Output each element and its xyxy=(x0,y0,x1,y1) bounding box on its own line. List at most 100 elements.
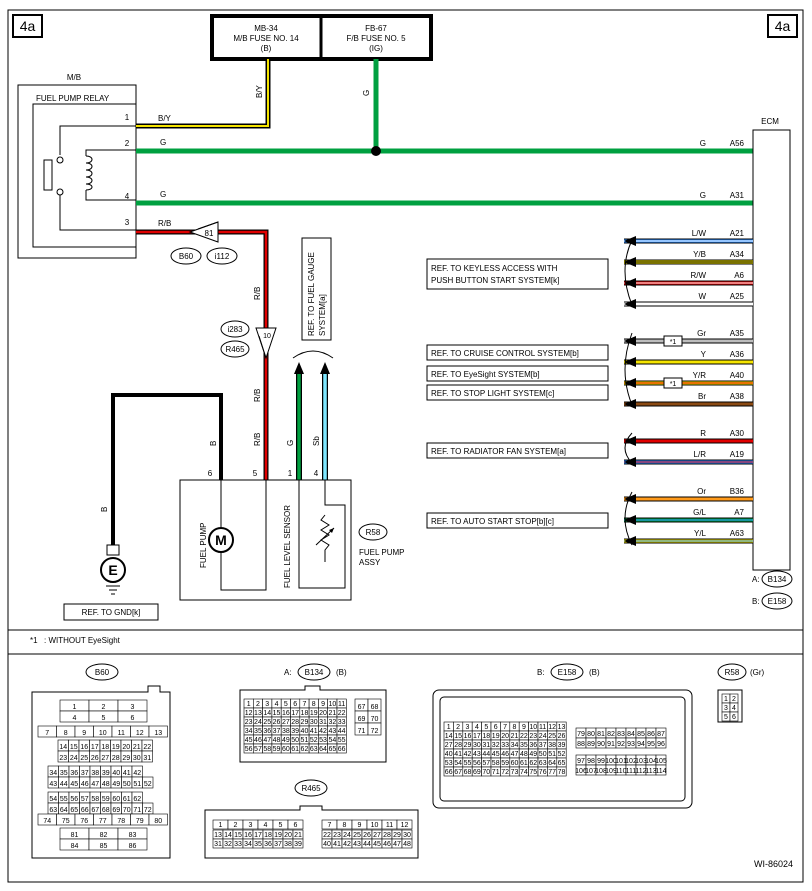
connector-pin: 42 xyxy=(343,841,351,848)
connector-tag-i283-text: i283 xyxy=(227,325,243,334)
connector-pin: 23 xyxy=(333,832,341,839)
connector-pin: 9 xyxy=(358,822,362,829)
connector-pin: 18 xyxy=(264,832,272,839)
connector-view-r465-tag: R465 xyxy=(294,779,328,797)
ecm-wire-color: L/R xyxy=(694,450,707,459)
connector-pin: 29 xyxy=(301,719,309,726)
connector-pin: 23 xyxy=(529,733,537,740)
connector-pin: 11 xyxy=(539,724,546,731)
connector-pin: 33 xyxy=(338,719,346,726)
connector-pin: 38 xyxy=(548,742,556,749)
connector-pin: 30 xyxy=(310,719,318,726)
connector-pin: 104 xyxy=(645,758,657,765)
connector-pin: 20 xyxy=(319,710,327,717)
connector-pin: 108 xyxy=(595,768,607,775)
connector-pin: 31 xyxy=(214,841,222,848)
connector-pin: 57 xyxy=(81,796,89,803)
connector-pin: 45 xyxy=(70,781,78,788)
connector-pin: 37 xyxy=(81,770,89,777)
connector-pin: 72 xyxy=(371,728,379,735)
connector-pin: 1 xyxy=(724,696,728,703)
connector-pin: 55 xyxy=(464,760,472,767)
connector-pin: 42 xyxy=(319,728,327,735)
connector-pin: 10 xyxy=(371,822,379,829)
connector-pin: 10 xyxy=(328,701,336,708)
connector-pin: 36 xyxy=(264,841,272,848)
connector-pin: 8 xyxy=(513,724,517,731)
connector-pin: 7 xyxy=(328,822,332,829)
pump-pin-5: 5 xyxy=(253,469,258,478)
connector-pin: 21 xyxy=(511,733,519,740)
ref-cruise-text: REF. TO CRUISE CONTROL SYSTEM[b] xyxy=(431,349,579,358)
relay-pin-3: 3 xyxy=(125,218,130,227)
connector-pin: 15 xyxy=(454,733,462,740)
ref-radiator-text: REF. TO RADIATOR FAN SYSTEM[a] xyxy=(431,447,566,456)
connector-pin: 68 xyxy=(464,769,472,776)
connector-view-b134-title: B134 xyxy=(305,668,324,677)
ref-cruise: REF. TO CRUISE CONTROL SYSTEM[b] xyxy=(426,344,609,361)
connector-pin: 90 xyxy=(597,741,605,748)
pump-pin-4: 4 xyxy=(314,469,319,478)
connector-pin: 47 xyxy=(91,781,99,788)
main-box xyxy=(17,84,137,259)
connector-pin: 35 xyxy=(60,770,68,777)
connector-pin: 49 xyxy=(282,737,290,744)
connector-pin: 24 xyxy=(254,719,262,726)
connector-tag-b134-text: B134 xyxy=(768,575,787,584)
connector-tag-r58-text: R58 xyxy=(366,528,381,537)
connector-pin: 30 xyxy=(403,832,411,839)
connector-pin: 41 xyxy=(333,841,341,848)
mb-label: M/B xyxy=(67,73,81,82)
ecm-wire-color: Y/R xyxy=(693,371,707,380)
page-frame xyxy=(7,9,804,883)
connector-pin: 48 xyxy=(520,751,528,758)
connector-pin: 72 xyxy=(144,807,152,814)
connector-pin: 89 xyxy=(587,741,595,748)
connector-pin: 39 xyxy=(291,728,299,735)
ref-fuel-gauge-line2: SYSTEM[a] xyxy=(318,294,327,336)
connector-pin: 39 xyxy=(102,770,110,777)
connector-pin: 65 xyxy=(558,760,566,767)
connector-pin: 6 xyxy=(294,822,298,829)
wire-label-b-pump: B xyxy=(209,441,218,446)
connector-pin: 75 xyxy=(529,769,537,776)
ecm-pin: A56 xyxy=(730,139,745,148)
connector-pin: 7 xyxy=(302,701,306,708)
connector-pin: 19 xyxy=(310,710,318,717)
star-mark-yr: *1 xyxy=(663,377,683,389)
connector-pin: 30 xyxy=(473,742,481,749)
connector-pin: 34 xyxy=(244,841,252,848)
ref-fuel-gauge: REF. TO FUEL GAUGE SYSTEM[a] xyxy=(301,237,332,341)
connector-pin: 1 xyxy=(219,822,223,829)
connector-pin: 67 xyxy=(454,769,462,776)
connector-tag-b60-text: B60 xyxy=(179,252,194,261)
connector-pin: 50 xyxy=(291,737,299,744)
star-mark-gr-text: *1 xyxy=(670,339,677,346)
relay-label: FUEL PUMP RELAY xyxy=(36,94,110,103)
connector-tag-r58: R58 xyxy=(358,523,388,541)
connector-pin: 69 xyxy=(112,807,120,814)
connector-pin: 13 xyxy=(154,730,162,737)
connector-pin: 43 xyxy=(328,728,336,735)
fuel-pump-label: FUEL PUMP xyxy=(199,523,208,569)
connector-pin: 7 xyxy=(503,724,507,731)
connector-view-e158-suffix: (B) xyxy=(589,668,600,677)
connector-pin: 24 xyxy=(539,733,547,740)
connector-pin: 2 xyxy=(256,701,260,708)
connector-pin: 34 xyxy=(511,742,519,749)
connector-pin: 41 xyxy=(454,751,462,758)
connector-pin: 23 xyxy=(245,719,253,726)
connector-pin: 66 xyxy=(338,746,346,753)
connector-pin: 6 xyxy=(293,701,297,708)
connector-tag-e158-text: E158 xyxy=(768,597,787,606)
ecm-wire-color: G/L xyxy=(693,508,706,517)
connector-pin: 20 xyxy=(284,832,292,839)
pump-pin-6: 6 xyxy=(208,469,213,478)
connector-pin: 64 xyxy=(319,746,327,753)
connector-pin: 96 xyxy=(657,741,665,748)
connector-pin: 56 xyxy=(473,760,481,767)
connector-pin: 4 xyxy=(732,705,736,712)
